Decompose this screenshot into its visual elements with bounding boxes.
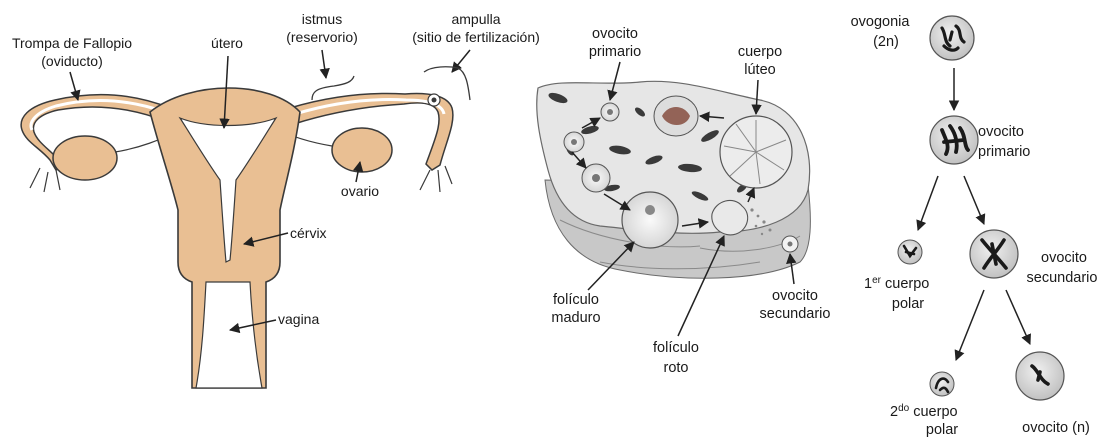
second-polar-body-label: 2do cuerpo [890,403,958,420]
mature-follicle-label: folículo [553,292,599,308]
ampulla-sub-label: (sitio de fertilización) [412,29,540,45]
fallopian-tube-sub-label: (oviducto) [41,53,102,69]
cervix-label: cérvix [290,225,327,241]
ovary-primary-oocyte-label: ovocito [592,26,638,42]
first-polar-body-label: 1er cuerpo [864,275,929,292]
ovary-primary-oocyte-sub-label: primario [589,44,641,60]
uterus-label: útero [211,35,243,51]
ovary-secondary-oocyte-sub-label: secundario [760,306,831,322]
oogenesis-panel: ovogonia (2n) ovocito primario 1er cuerp… [851,14,1098,438]
fallopian-tube-label: Trompa de Fallopio [12,35,132,51]
ruptured-follicle [712,200,748,234]
ootid-label: ovocito (n) [1022,420,1090,436]
oogonia-ploidy-label: (2n) [873,34,899,50]
corpus-luteum-sub-label: lúteo [744,62,775,78]
isthmus-sub-label: (reservorio) [286,29,358,45]
secondary-oocyte-label: ovocito [1041,250,1087,266]
corpus-luteum-label: cuerpo [738,44,782,60]
ovary-secondary-oocyte-label: ovocito [772,288,818,304]
mature-follicle-sub-label: maduro [551,310,600,326]
isthmus-label: istmus [302,11,342,27]
ruptured-follicle-sub-label: roto [664,360,689,376]
secondary-oocyte-sub-label: secundario [1027,270,1098,286]
right-ovary [332,128,392,172]
ampulla-label: ampulla [451,11,500,27]
first-polar-body-sub-label: polar [892,296,924,312]
ovary-panel: ovocito primario cuerpo lúteo folículo m… [537,26,831,376]
second-polar-body-cell [930,372,954,396]
oogonia-label: ovogonia [851,14,911,30]
uterus-panel: Trompa de Fallopio (oviducto) istmus (re… [12,11,540,388]
primary-oocyte-label: ovocito [978,124,1024,140]
ovary-label: ovario [341,183,379,199]
ruptured-follicle-label: folículo [653,340,699,356]
vagina-label: vagina [278,311,319,327]
primary-oocyte-sub-label: primario [978,144,1030,160]
left-ovary [53,136,117,180]
second-polar-body-sub-label: polar [926,422,958,438]
mature-follicle [622,192,678,248]
